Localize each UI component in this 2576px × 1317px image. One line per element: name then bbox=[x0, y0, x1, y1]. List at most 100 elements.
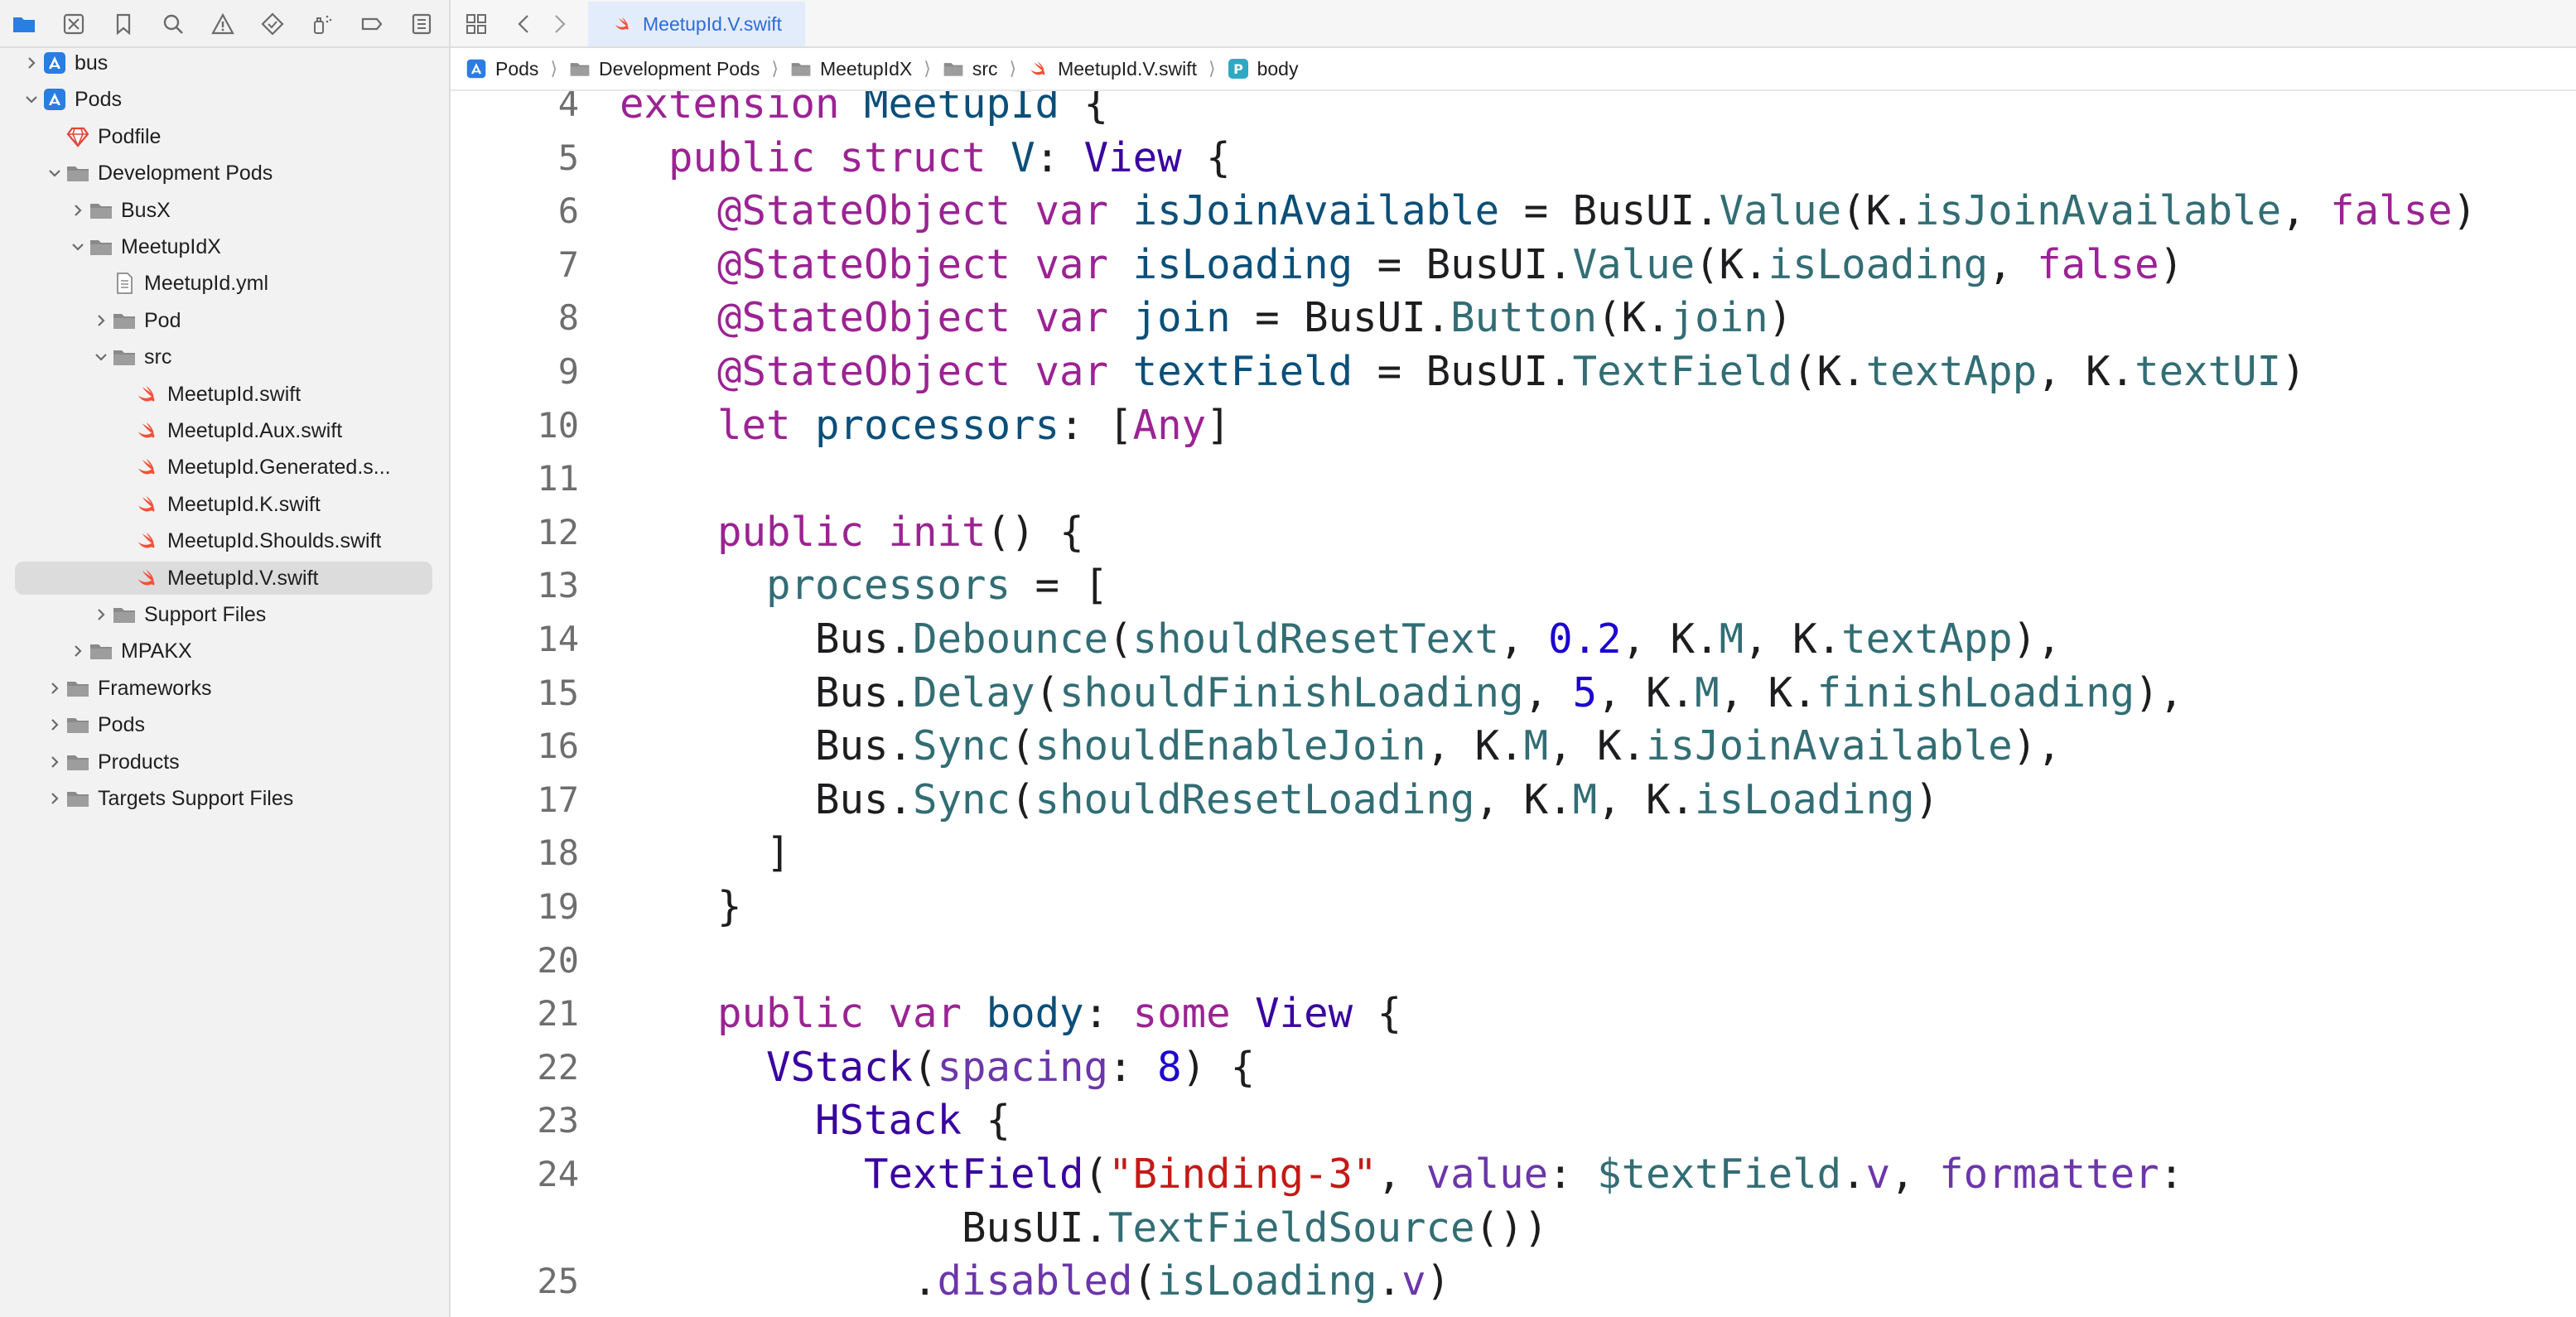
line-number: 25 bbox=[537, 1261, 579, 1302]
tree-item[interactable]: MeetupId.V.swift bbox=[15, 561, 432, 595]
code-line[interactable]: 11 bbox=[451, 452, 2576, 505]
breadcrumb-item[interactable]: Pods bbox=[466, 58, 538, 80]
code-line[interactable]: 12 public init() { bbox=[451, 506, 2576, 559]
code-line[interactable]: 18 ] bbox=[451, 827, 2576, 880]
code-line[interactable]: 7 @StateObject var isLoading = BusUI.Val… bbox=[451, 239, 2576, 292]
chevron-right-icon[interactable] bbox=[46, 754, 63, 770]
code-token: ( bbox=[1011, 722, 1035, 770]
source-control-navigator-button[interactable] bbox=[60, 10, 88, 38]
code-line[interactable]: 22 VStack(spacing: 8) { bbox=[451, 1041, 2576, 1094]
tree-item[interactable]: MeetupId.Shoulds.swift bbox=[15, 524, 432, 557]
tree-item[interactable]: MeetupId.Aux.swift bbox=[15, 414, 432, 447]
code-line[interactable]: 8 @StateObject var join = BusUI.Button(K… bbox=[451, 292, 2576, 345]
code-token: = BusUI. bbox=[1353, 240, 1573, 288]
tree-item[interactable]: MeetupId.Generated.s... bbox=[15, 451, 432, 484]
search-icon bbox=[163, 14, 183, 34]
tree-item[interactable]: Frameworks bbox=[15, 672, 432, 705]
code-token: } bbox=[620, 883, 742, 930]
breadcrumb-label: MeetupIdX bbox=[819, 57, 913, 80]
code-line[interactable]: 15 Bus.Delay(shouldFinishLoading, 5, K.M… bbox=[451, 667, 2576, 720]
chevron-down-icon[interactable] bbox=[93, 349, 109, 365]
tree-item[interactable]: Development Pods bbox=[15, 157, 432, 190]
tree-item[interactable]: Pods bbox=[15, 83, 432, 116]
code-token: ( bbox=[913, 1043, 938, 1091]
breakpoint-navigator-button[interactable] bbox=[358, 10, 386, 38]
tree-item[interactable]: Targets Support Files bbox=[15, 782, 432, 815]
chevron-right-icon[interactable] bbox=[93, 312, 109, 329]
chevron-right-icon[interactable] bbox=[70, 643, 86, 659]
bookmark-navigator-button[interactable] bbox=[109, 10, 137, 38]
tree-item[interactable]: MeetupIdX bbox=[15, 230, 432, 263]
code-token: Value bbox=[1572, 240, 1696, 288]
report-navigator-button[interactable] bbox=[408, 10, 436, 38]
code-line[interactable]: 14 Bus.Debounce(shouldResetText, 0.2, K.… bbox=[451, 613, 2576, 666]
code-line[interactable]: 5 public struct V: View { bbox=[451, 132, 2576, 185]
forward-button[interactable] bbox=[545, 10, 573, 38]
chevron-down-icon[interactable] bbox=[70, 239, 86, 255]
chevron-right-icon[interactable] bbox=[46, 716, 63, 733]
issue-navigator-button[interactable] bbox=[209, 10, 237, 38]
code-line[interactable]: 24 TextField("Binding-3", value: $textFi… bbox=[451, 1148, 2576, 1201]
breadcrumb-item[interactable]: Development Pods bbox=[569, 58, 760, 80]
tree-item[interactable]: src bbox=[15, 340, 432, 374]
tree-item[interactable]: Pod bbox=[15, 304, 432, 337]
tree-item[interactable]: BusX bbox=[15, 194, 432, 227]
tab-meetupid-v-swift[interactable]: MeetupId.V.swift bbox=[588, 2, 805, 46]
code-line[interactable]: 6 @StateObject var isJoinAvailable = Bus… bbox=[451, 185, 2576, 238]
breadcrumb-item[interactable]: MeetupIdX bbox=[790, 58, 912, 80]
tree-item[interactable]: Podfile bbox=[15, 120, 432, 153]
code-token: = [ bbox=[1011, 562, 1109, 610]
code-line[interactable]: 20 bbox=[451, 934, 2576, 987]
project-icon bbox=[466, 58, 487, 80]
code-line[interactable]: BusUI.TextFieldSource()) bbox=[451, 1202, 2576, 1255]
tree-item[interactable]: MeetupId.K.swift bbox=[15, 488, 432, 521]
chevron-right-icon[interactable] bbox=[93, 606, 109, 623]
code-token: join bbox=[1132, 294, 1231, 342]
chevron-down-icon[interactable] bbox=[46, 165, 63, 181]
code-token: BusUI. bbox=[620, 1204, 1109, 1252]
code-line[interactable]: 21 public var body: some View { bbox=[451, 987, 2576, 1040]
tree-item[interactable]: MPAKX bbox=[15, 634, 432, 668]
debug-navigator-button[interactable] bbox=[308, 10, 336, 38]
code-token: ), bbox=[2012, 722, 2062, 770]
breadcrumb-item[interactable]: src bbox=[943, 58, 997, 80]
code-token: Sync bbox=[913, 775, 1011, 823]
code-token: TextField bbox=[1572, 348, 1793, 395]
project-navigator-button[interactable] bbox=[10, 10, 38, 38]
find-navigator-button[interactable] bbox=[159, 10, 187, 38]
chevron-right-icon[interactable] bbox=[46, 790, 63, 807]
code-token: , K. bbox=[1597, 775, 1696, 823]
code-line[interactable]: 16 Bus.Sync(shouldEnableJoin, K.M, K.isJ… bbox=[451, 720, 2576, 773]
chevron-right-icon[interactable] bbox=[46, 680, 63, 697]
chevron-right-icon[interactable] bbox=[70, 202, 86, 219]
chevron-right-icon bbox=[555, 15, 566, 33]
code-line[interactable]: 10 let processors: [Any] bbox=[451, 399, 2576, 452]
test-navigator-button[interactable] bbox=[258, 10, 287, 38]
code-line[interactable]: 9 @StateObject var textField = BusUI.Tex… bbox=[451, 345, 2576, 398]
code-token: Bus. bbox=[620, 775, 914, 823]
tree-item[interactable]: Support Files bbox=[15, 598, 432, 631]
tree-item[interactable]: Products bbox=[15, 745, 432, 779]
breadcrumb-item[interactable]: MeetupId.V.swift bbox=[1028, 58, 1197, 80]
tree-item[interactable]: MeetupId.yml bbox=[15, 267, 432, 300]
code-line[interactable]: 23 HStack { bbox=[451, 1094, 2576, 1147]
code-line[interactable]: 17 Bus.Sync(shouldResetLoading, K.M, K.i… bbox=[451, 774, 2576, 827]
tree-item[interactable]: bus bbox=[15, 46, 432, 80]
code-line[interactable]: 19 } bbox=[451, 880, 2576, 933]
line-number: 5 bbox=[557, 137, 579, 178]
chevron-down-icon[interactable] bbox=[23, 91, 40, 108]
tree-item[interactable]: Pods bbox=[15, 708, 432, 741]
breadcrumb-separator: ⟩ bbox=[550, 58, 558, 79]
code-line[interactable]: 25 .disabled(isLoading.v) bbox=[451, 1255, 2576, 1308]
code-token bbox=[620, 348, 717, 395]
line-number: 7 bbox=[557, 244, 579, 285]
editor-grid-button[interactable] bbox=[462, 10, 490, 38]
code-line[interactable]: 13 processors = [ bbox=[451, 559, 2576, 612]
back-button[interactable] bbox=[510, 10, 538, 38]
code-token: V bbox=[1011, 133, 1035, 181]
chevron-right-icon[interactable] bbox=[23, 55, 40, 71]
tree-item[interactable]: MeetupId.swift bbox=[15, 378, 432, 411]
